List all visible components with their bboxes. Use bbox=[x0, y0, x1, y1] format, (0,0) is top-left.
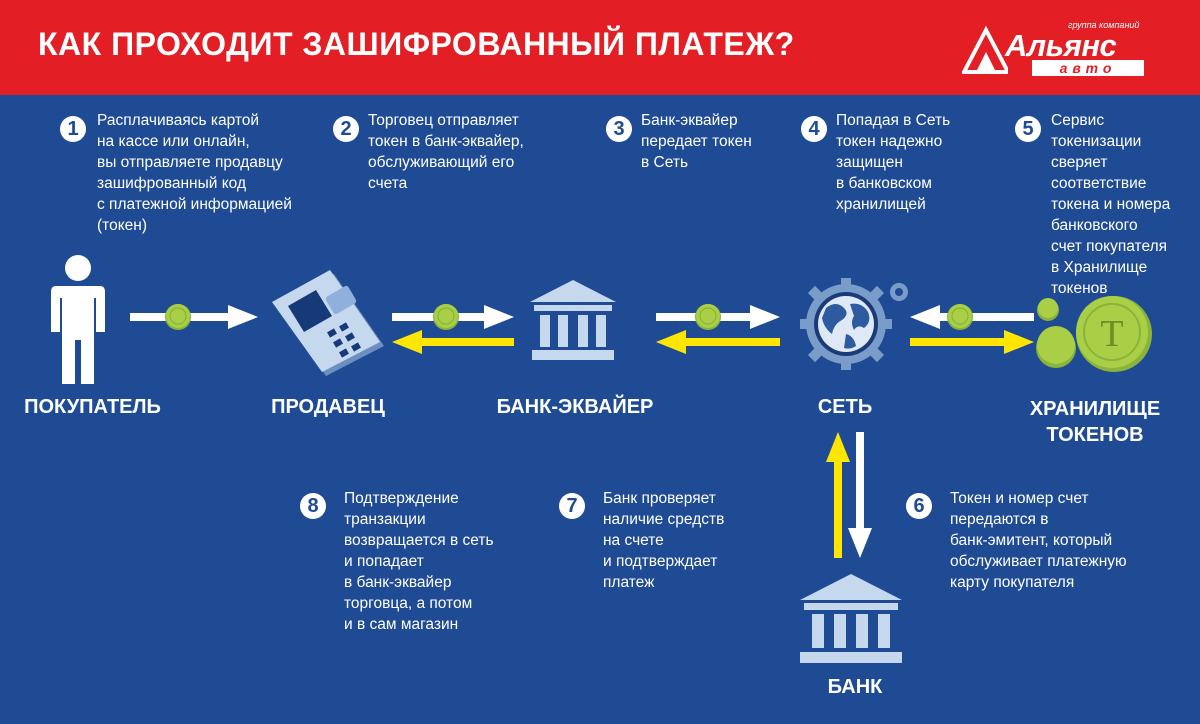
step-3-text: Банк-эквайер передает токен в Сеть bbox=[641, 112, 752, 171]
issuer-bank-icon bbox=[800, 574, 902, 663]
step-5-number: 5 bbox=[1015, 116, 1041, 142]
person-icon bbox=[51, 255, 105, 384]
coin-symbol: Т bbox=[1100, 313, 1123, 355]
actor-vault-line2: ТОКЕНОВ bbox=[1046, 424, 1144, 446]
step-2-number: 2 bbox=[333, 116, 359, 142]
bank-building-icon bbox=[530, 280, 616, 360]
logo-subtext: авто bbox=[1032, 60, 1144, 76]
arrow-network-to-vault bbox=[910, 330, 1034, 354]
actor-acquirer-label: БАНК-ЭКВАЙЕР bbox=[496, 396, 654, 418]
step-7-number: 7 bbox=[559, 493, 585, 519]
arrow-acquirer-to-network bbox=[656, 303, 780, 331]
step-7-text: Банк проверяет наличие средств на счете … bbox=[603, 490, 725, 591]
step-6-text: Токен и номер счет передаются в банк-эми… bbox=[950, 490, 1127, 591]
logo-text: Альянс bbox=[1005, 28, 1117, 63]
step-6-number: 6 bbox=[906, 493, 932, 519]
arrow-vault-to-network bbox=[910, 303, 1034, 331]
actor-vault-label: ХРАНИЛИЩЕ ТОКЕНОВ bbox=[1010, 396, 1180, 448]
token-coins-icon: Т bbox=[1036, 296, 1152, 372]
arrow-network-to-acquirer bbox=[656, 330, 780, 354]
step-1-number: 1 bbox=[60, 116, 86, 142]
logo-caption: группа компаний bbox=[1068, 20, 1140, 30]
step-4-number: 4 bbox=[801, 116, 827, 142]
step-1-text: Расплачиваясь картой на кассе или онлайн… bbox=[97, 112, 292, 234]
arrow-acquirer-to-seller bbox=[392, 330, 514, 354]
arrow-network-to-bank bbox=[848, 432, 872, 558]
arrow-buyer-to-seller bbox=[130, 303, 258, 331]
step-8-number: 8 bbox=[300, 493, 326, 519]
globe-gear-icon bbox=[800, 278, 908, 370]
step-4-text: Попадая в Сеть токен надежно защищен в б… bbox=[836, 112, 951, 213]
step-3-number: 3 bbox=[606, 116, 632, 142]
step-8-text: Подтверждение транзакции возвращается в … bbox=[344, 490, 494, 633]
arrow-bank-to-network bbox=[826, 432, 850, 558]
page-title: КАК ПРОХОДИТ ЗАШИФРОВАННЫЙ ПЛАТЕЖ? bbox=[38, 26, 795, 62]
step-5-text: Сервис токенизации сверяет соответствие … bbox=[1051, 112, 1171, 297]
arrow-seller-to-acquirer bbox=[392, 303, 514, 331]
pos-terminal-icon bbox=[272, 270, 384, 376]
step-2-text: Торговец отправляет токен в банк-эквайер… bbox=[368, 112, 524, 192]
logo-mountain-icon bbox=[962, 26, 1008, 74]
actor-bank-label: БАНК bbox=[827, 676, 883, 698]
actor-network-label: СЕТЬ bbox=[817, 396, 873, 418]
header-bar: КАК ПРОХОДИТ ЗАШИФРОВАННЫЙ ПЛАТЕЖ? групп… bbox=[0, 0, 1200, 95]
actor-buyer-label: ПОКУПАТЕЛЬ bbox=[24, 396, 161, 418]
actor-vault-line1: ХРАНИЛИЩЕ bbox=[1029, 398, 1161, 420]
actor-seller-label: ПРОДАВЕЦ bbox=[271, 396, 385, 418]
